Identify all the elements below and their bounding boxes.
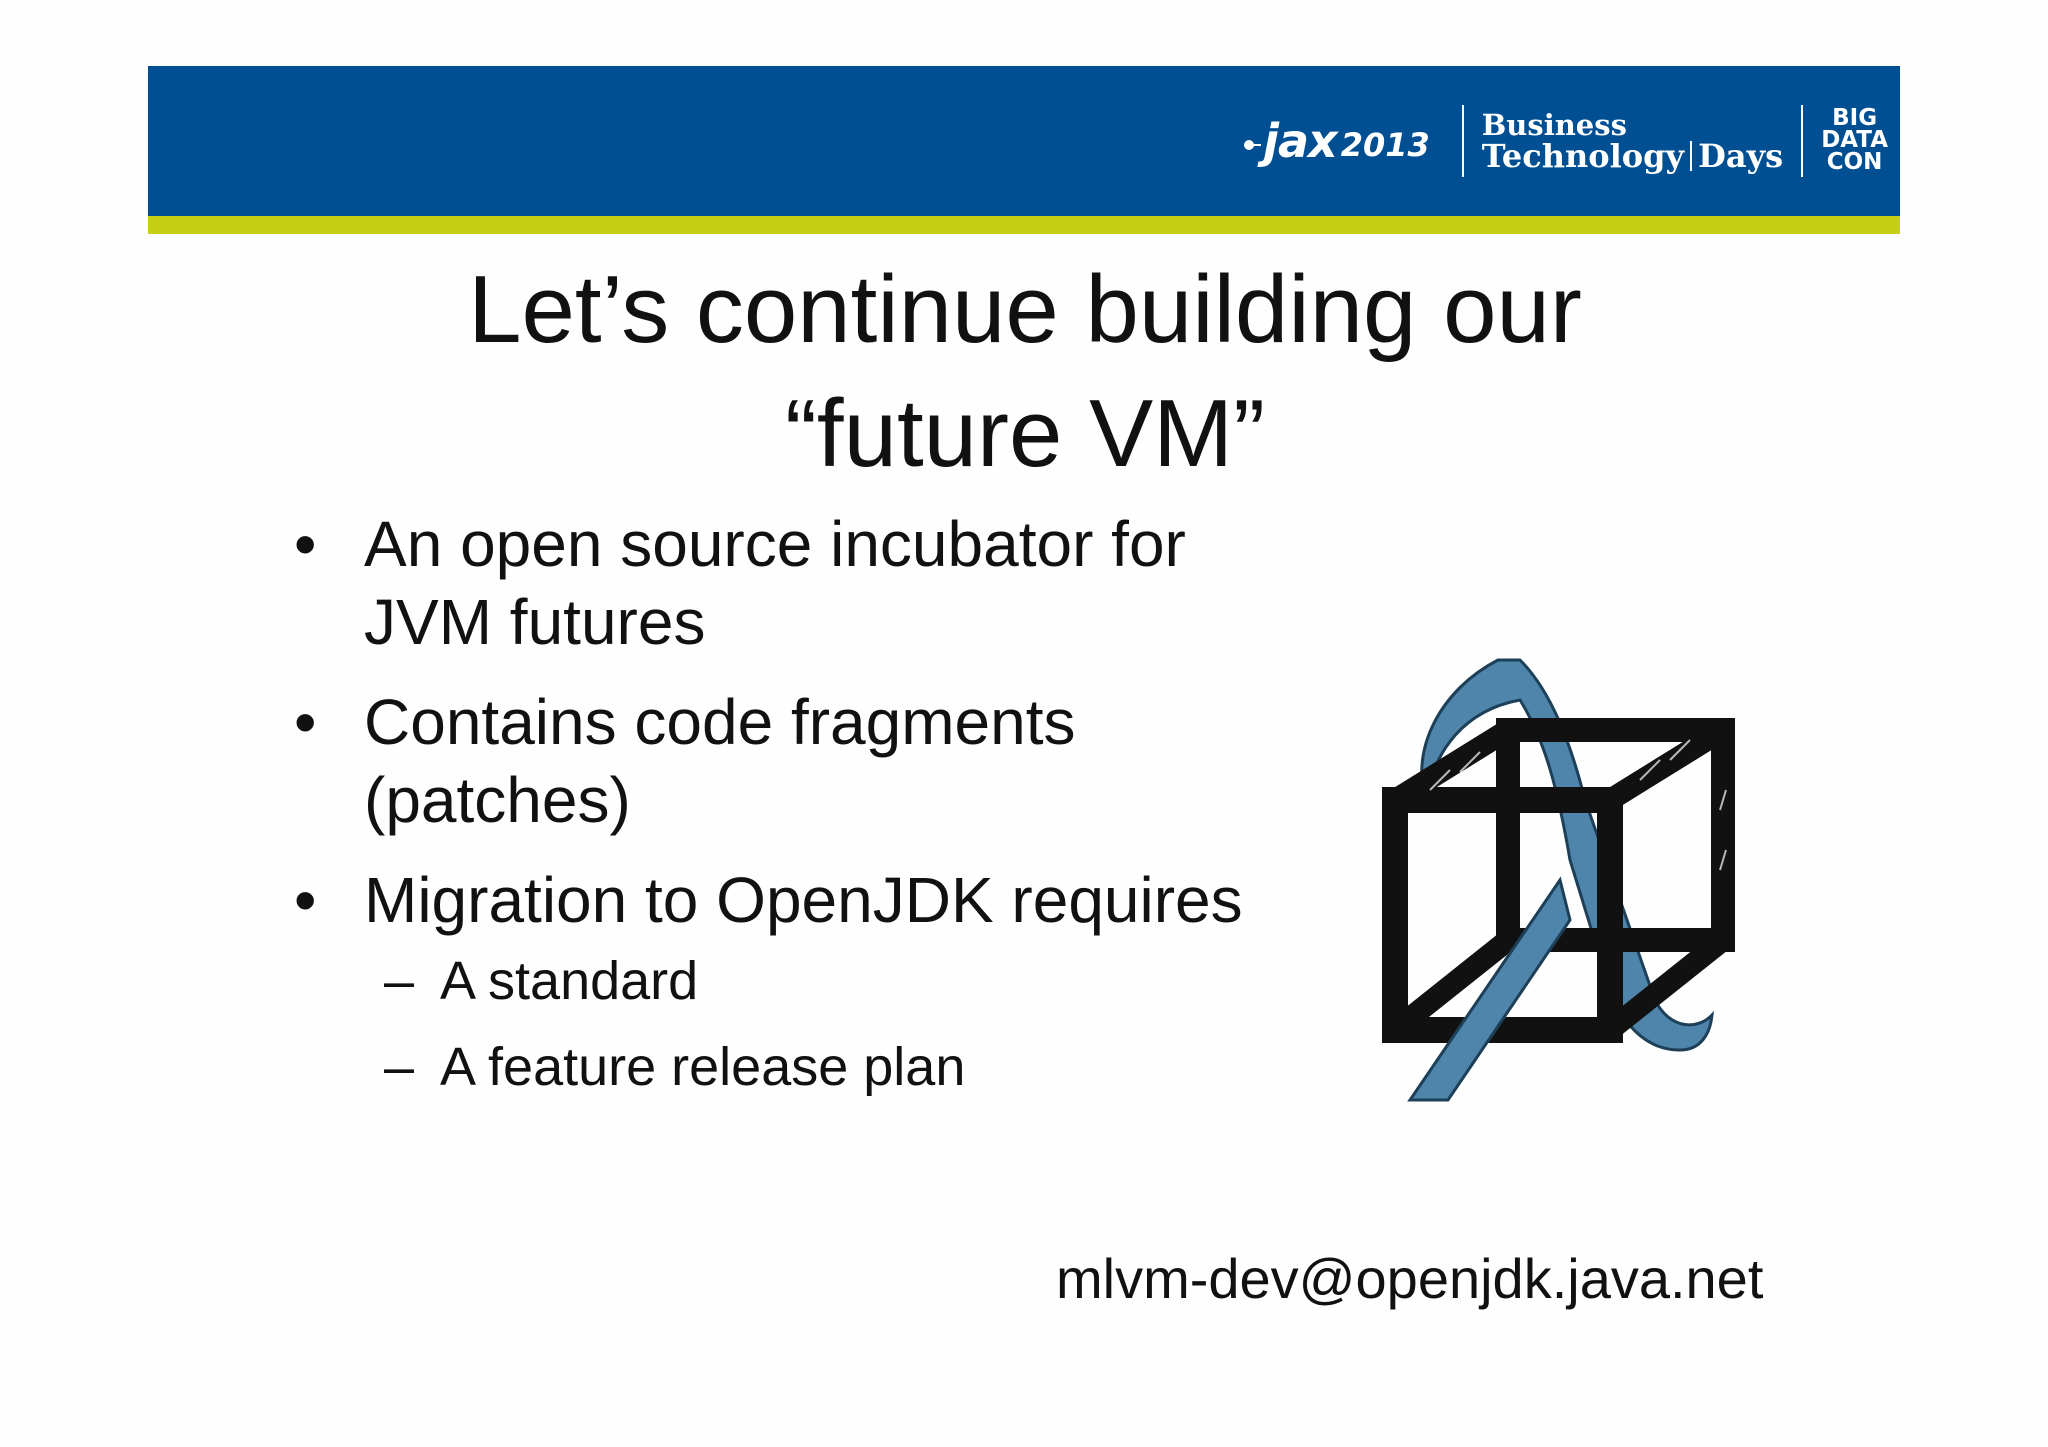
- lambda-cube-icon: [1382, 658, 1735, 1102]
- bullet-dot: •: [294, 686, 317, 758]
- bigdata-data: DATA: [1821, 127, 1888, 154]
- sub-bullet-dash: –: [384, 1037, 415, 1097]
- bullet-text: Contains code fragments: [364, 686, 1076, 758]
- bigdata-big: BIG: [1832, 105, 1878, 132]
- header-accent-stripe: [148, 216, 1900, 234]
- jax-logo: jax 2013: [1241, 111, 1430, 171]
- header-band: [148, 66, 1900, 216]
- bullet-text: An open source incubator for: [364, 508, 1186, 580]
- logo-divider: [1461, 105, 1464, 177]
- slide-title-line-1: Let’s continue building our: [468, 256, 1582, 363]
- btd-technology: Technology: [1481, 136, 1685, 175]
- btd-days: Days: [1698, 136, 1784, 175]
- bullet-text: (patches): [364, 764, 631, 836]
- conference-logo: jax 2013 Business Technology Days BIG DA…: [1241, 66, 1900, 216]
- sub-bullet-text: A feature release plan: [440, 1037, 966, 1097]
- sub-bullet-text: A standard: [440, 951, 699, 1011]
- business-technology-days-logo: Business Technology Days: [1481, 107, 1784, 175]
- sub-bullet-item: – A feature release plan: [290, 1035, 1340, 1099]
- bullet-item: • Contains code fragments (patches): [290, 683, 1340, 839]
- contact-email: mlvm-dev@openjdk.java.net: [1056, 1247, 1764, 1310]
- bigdata-con: CON: [1826, 148, 1883, 175]
- bullet-dot: •: [294, 864, 317, 936]
- bullet-item: • An open source incubator for JVM futur…: [290, 505, 1340, 661]
- jax-wordmark: jax: [1263, 114, 1337, 168]
- slide-title-line-2: “future VM”: [784, 380, 1266, 487]
- bullet-text: Migration to OpenJDK requires: [364, 864, 1243, 936]
- slide-title: Let’s continue building our “future VM”: [200, 248, 1850, 496]
- btd-business: Business: [1481, 107, 1627, 142]
- sub-bullet-item: – A standard: [290, 949, 1340, 1013]
- jax-year: 2013: [1340, 126, 1430, 164]
- bullet-text: JVM futures: [364, 586, 706, 658]
- big-data-con-logo: BIG DATA CON: [1821, 105, 1888, 175]
- bullet-list: • An open source incubator for JVM futur…: [290, 505, 1340, 1121]
- btd-divider: [1690, 140, 1693, 171]
- sub-bullet-dash: –: [384, 951, 415, 1011]
- logo-divider-2: [1801, 105, 1804, 177]
- bullet-item: • Migration to OpenJDK requires: [290, 861, 1340, 939]
- bullet-dot: •: [294, 508, 317, 580]
- jax-dots-icon: [1244, 140, 1262, 150]
